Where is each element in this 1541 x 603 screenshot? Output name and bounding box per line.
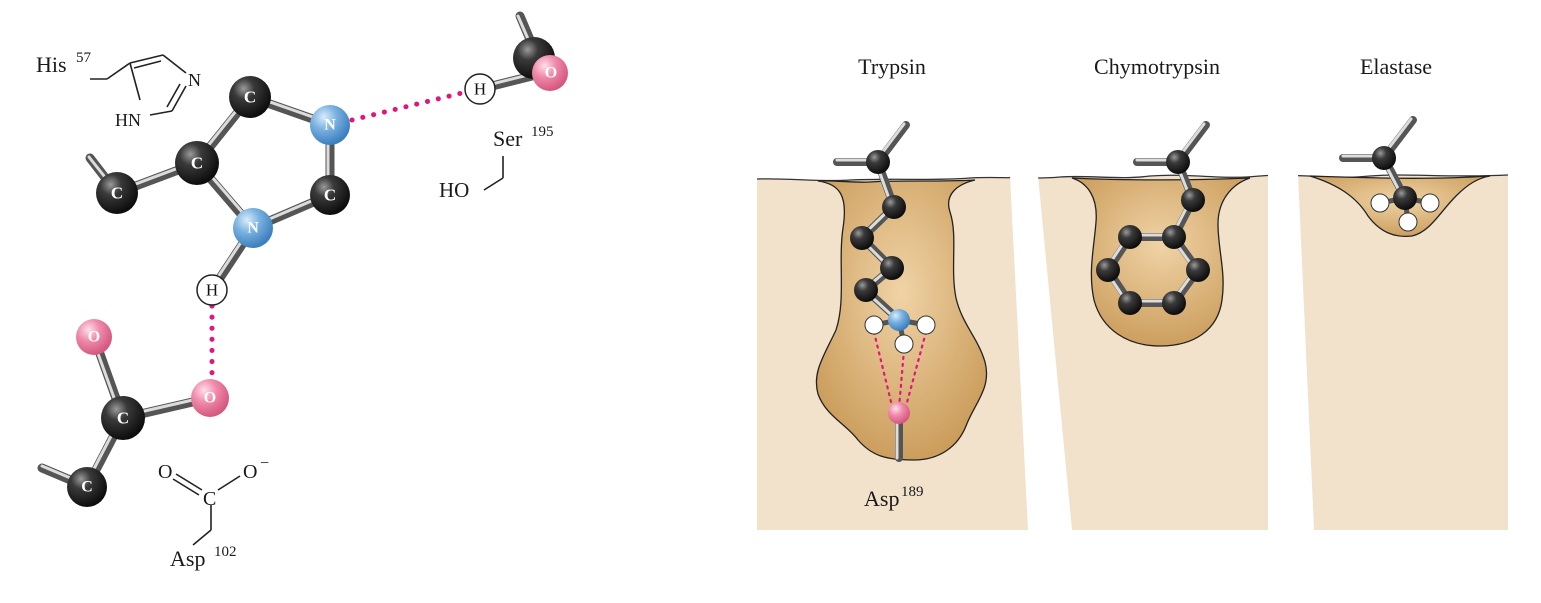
elastase-side-chain [1339,116,1440,232]
svg-text:H: H [474,80,486,99]
svg-text:C: C [81,479,93,496]
atom-c-ring-bottom: C [310,175,350,215]
trypsin-label: Trypsin [858,54,926,79]
asp189-number: 189 [901,484,924,500]
atom-c-ring-left: C [175,141,219,185]
asp102-c: C [203,488,216,510]
asp102-skeletal-formula: O C O − Asp 102 [158,455,269,571]
asp189-label: Asp [864,486,899,511]
svg-text:O: O [545,65,557,82]
svg-text:N: N [324,117,336,134]
atom-o-ser: O [532,55,568,91]
svg-text:C: C [244,88,256,107]
ser195-skeletal-formula: Ser 195 HO [439,124,554,202]
atom-o-asp-right: O [191,379,229,417]
atom-h-his: H [196,274,228,306]
his-ring-hn: HN [115,110,141,130]
elastase-label: Elastase [1360,54,1432,79]
atom-n-ring-lower: N [233,208,273,248]
svg-text:H: H [206,281,218,300]
ser-number: 195 [531,124,554,140]
catalytic-triad-panel: C N C C C N H O [36,11,568,571]
asp102-number: 102 [214,544,237,560]
his-ring-n: N [188,70,201,90]
his57-skeletal-formula: His 57 N HN [36,50,201,130]
hydrogen-bonds [209,89,469,381]
his-label: His [36,52,67,77]
atom-c-asp-lower: C [67,467,107,507]
atom-c-asp-carboxyl: C [101,396,145,440]
svg-text:N: N [247,220,259,237]
ser-label: Ser [493,126,523,151]
trypsin-side-chain [833,121,936,462]
chymotrypsin-side-chain [1096,121,1210,315]
svg-text:C: C [111,184,123,203]
ser-ho: HO [439,178,469,202]
chymotrypsin-pocket [1071,177,1251,347]
asp102-o: O [158,461,172,483]
asp102-minus-sign: − [260,455,269,472]
svg-text:O: O [88,329,100,346]
atom-n-ring-right: N [310,105,350,145]
specificity-pockets-panel: Trypsin Chymotrypsin Elastase Asp 189 [756,54,1509,530]
atom-h-ser: H [464,73,496,105]
svg-text:C: C [117,409,129,428]
svg-text:O: O [204,390,216,407]
panel-gap-2 [1268,174,1314,530]
svg-text:C: C [324,186,336,205]
asp102-label: Asp [170,546,205,571]
hbond-n-h-ser [349,89,469,123]
panel-gap-1 [1010,176,1072,530]
chymotrypsin-label: Chymotrypsin [1094,54,1220,79]
atom-c-ring-top: C [229,76,271,118]
asp102-o-minus: O [243,461,257,483]
svg-text:C: C [191,154,203,173]
his-number: 57 [76,50,92,66]
atom-c-backbone: C [96,172,138,214]
atom-o-asp-top: O [76,319,112,355]
